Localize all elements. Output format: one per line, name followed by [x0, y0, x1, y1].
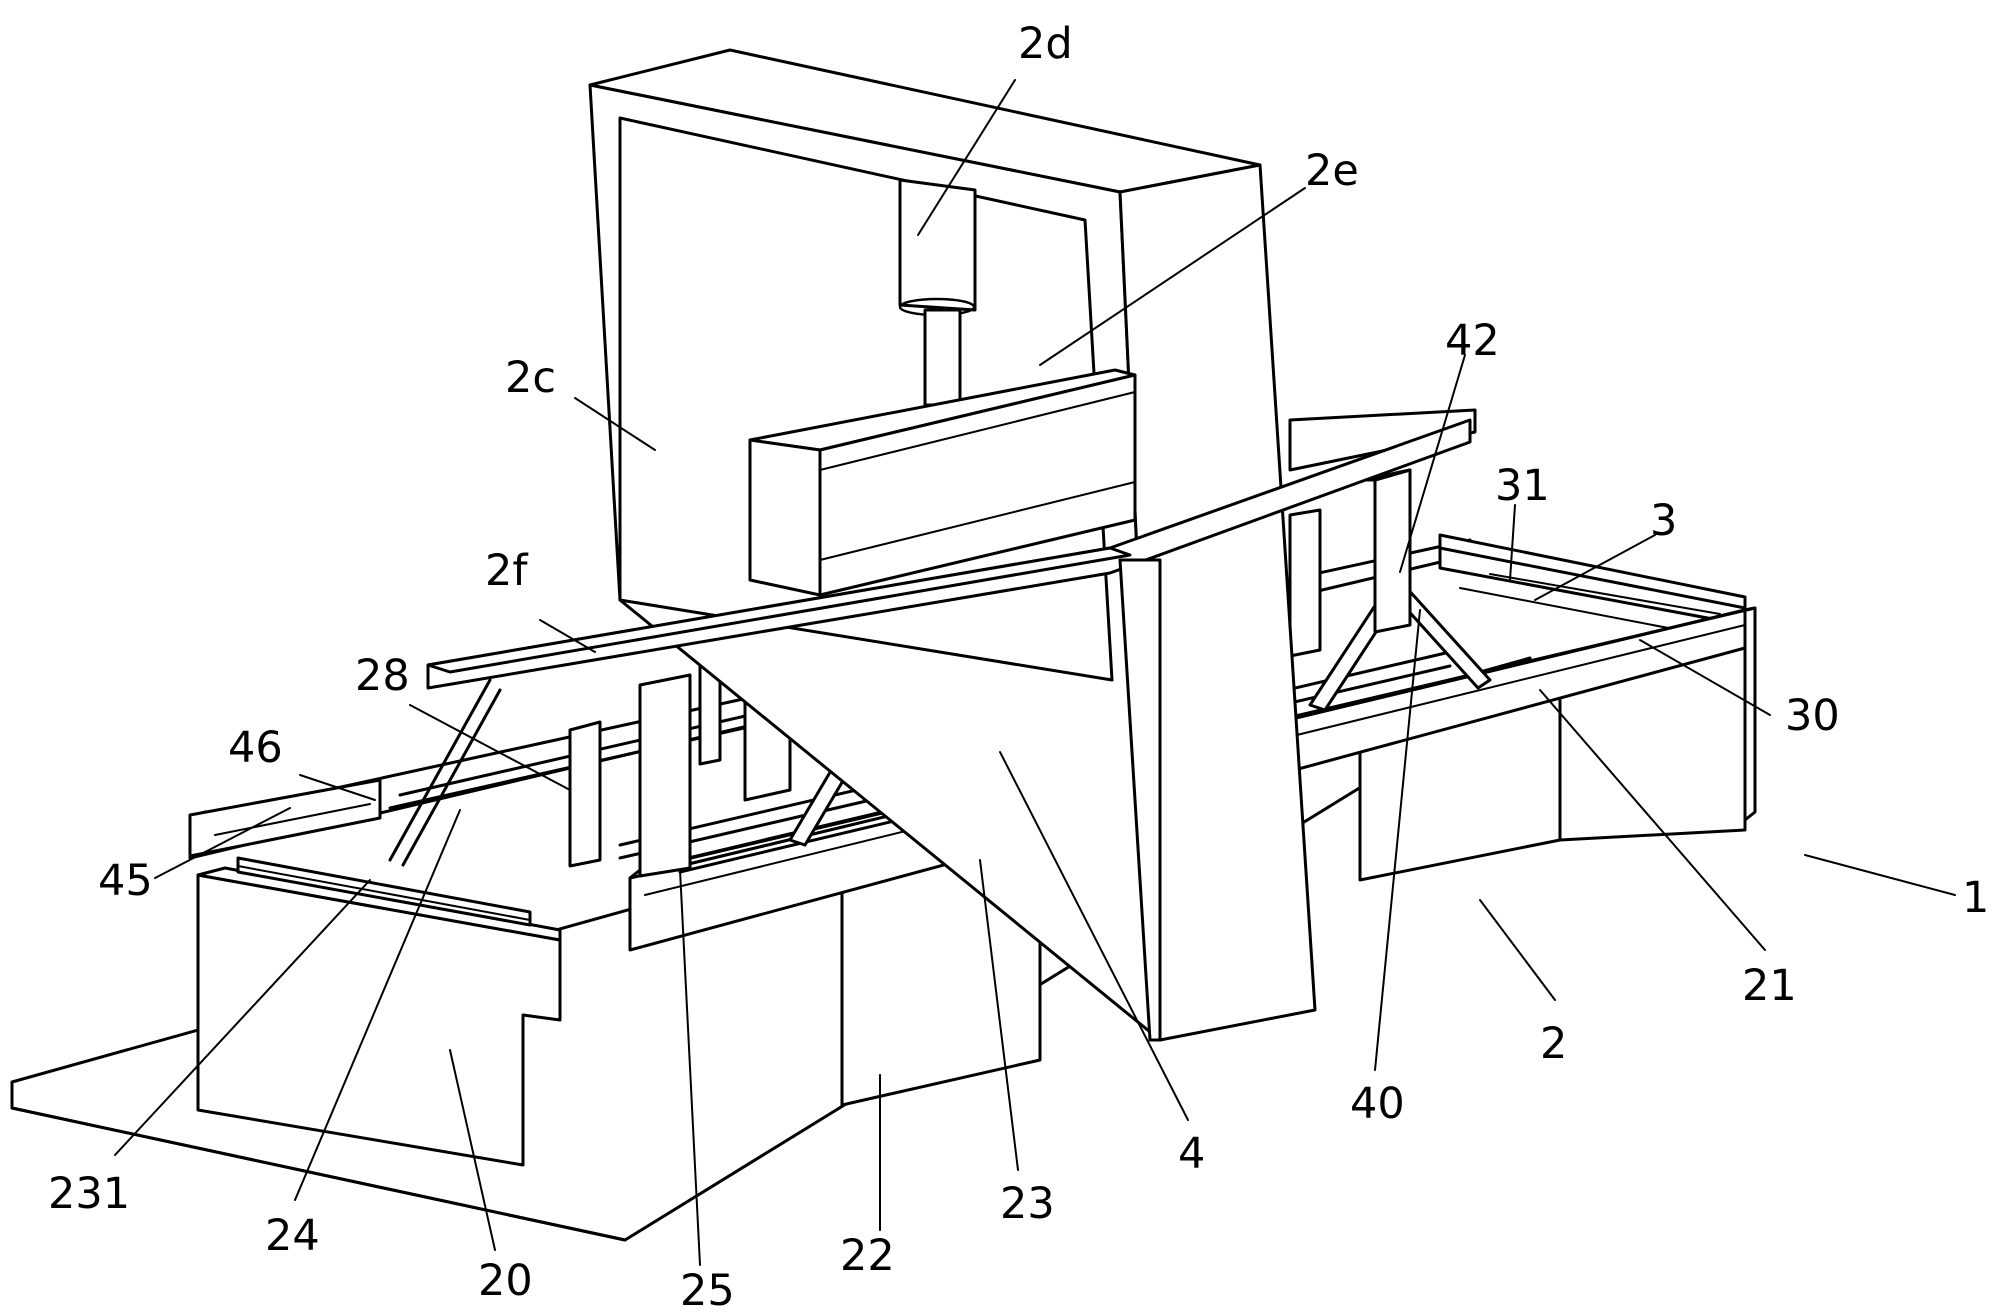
left-end-bar — [188, 778, 382, 858]
label-30: 30 — [1785, 691, 1840, 741]
label-4: 4 — [1178, 1129, 1205, 1179]
press-cylinder — [898, 178, 977, 407]
label-2e: 2e — [1305, 146, 1359, 196]
label-25: 25 — [680, 1266, 735, 1311]
rear-table — [1288, 408, 1477, 472]
label-23: 23 — [1000, 1179, 1055, 1229]
label-2c: 2c — [505, 353, 556, 403]
label-28: 28 — [355, 651, 410, 701]
label-21: 21 — [1742, 961, 1797, 1011]
label-22: 22 — [840, 1231, 895, 1281]
label-231: 231 — [48, 1169, 130, 1219]
label-31: 31 — [1495, 461, 1550, 511]
label-40: 40 — [1350, 1079, 1405, 1129]
label-1: 1 — [1962, 873, 1989, 923]
label-46: 46 — [228, 723, 283, 773]
label-2: 2 — [1540, 1019, 1567, 1069]
label-2f: 2f — [485, 546, 528, 596]
press-plate — [426, 418, 1472, 690]
support-leg-left — [196, 866, 562, 1167]
cross-rail-231 — [236, 856, 532, 927]
label-2d: 2d — [1018, 19, 1073, 69]
label-42: 42 — [1445, 316, 1500, 366]
label-20: 20 — [478, 1256, 533, 1306]
reference-labels: 2d 2e 2c 42 31 3 2f 28 30 46 45 1 21 2 4… — [48, 19, 1989, 1316]
leader-lines — [114, 79, 1956, 1266]
gantry-front-column — [1118, 558, 1162, 1042]
label-24: 24 — [265, 1211, 320, 1261]
label-45: 45 — [98, 856, 153, 906]
press-head — [748, 368, 1137, 597]
label-3: 3 — [1650, 496, 1677, 546]
